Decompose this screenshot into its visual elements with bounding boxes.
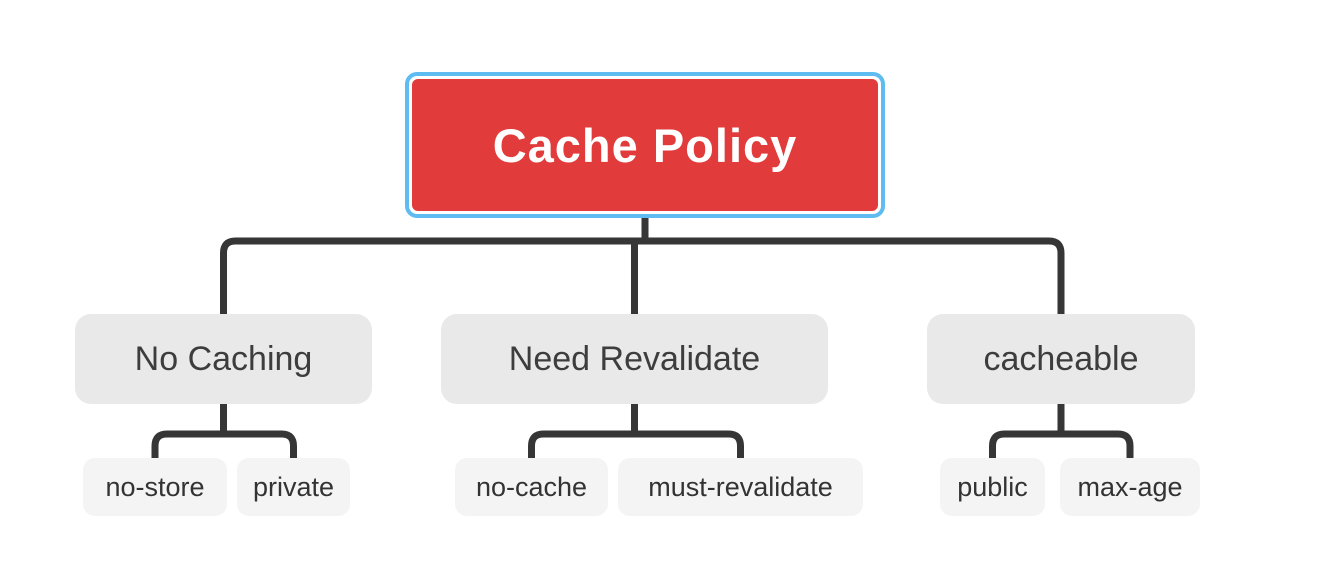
- connector-need-reval-bus: [528, 430, 744, 464]
- topic-no-caching[interactable]: No Caching: [75, 314, 372, 404]
- topic-cacheable[interactable]: cacheable: [927, 314, 1195, 404]
- topic-no-cache-label: no-cache: [475, 471, 588, 502]
- topic-public-label: public: [957, 471, 1028, 502]
- topic-cacheable-label: cacheable: [983, 339, 1139, 378]
- topic-root-label: Cache Policy: [492, 118, 798, 172]
- connector-cacheable-bus: [989, 430, 1134, 464]
- topic-no-store[interactable]: no-store: [83, 458, 227, 516]
- topic-max-age-label: max-age: [1077, 471, 1183, 502]
- topic-root-cache-policy[interactable]: Cache Policy: [405, 72, 885, 218]
- topic-need-revalidate-label: Need Revalidate: [508, 339, 761, 378]
- topic-no-cache[interactable]: no-cache: [455, 458, 608, 516]
- topic-no-store-label: no-store: [105, 471, 205, 502]
- topic-must-revalidate-label: must-revalidate: [648, 471, 833, 502]
- topic-max-age[interactable]: max-age: [1060, 458, 1200, 516]
- topic-private[interactable]: private: [237, 458, 350, 516]
- topic-public[interactable]: public: [940, 458, 1045, 516]
- topic-must-revalidate[interactable]: must-revalidate: [618, 458, 863, 516]
- topic-no-caching-label: No Caching: [134, 339, 313, 378]
- connector-no-caching-bus: [151, 430, 297, 464]
- topic-private-label: private: [252, 471, 335, 502]
- topic-root-box: Cache Policy: [412, 79, 878, 211]
- connector-top-bus: [220, 237, 1065, 320]
- topic-need-revalidate[interactable]: Need Revalidate: [441, 314, 828, 404]
